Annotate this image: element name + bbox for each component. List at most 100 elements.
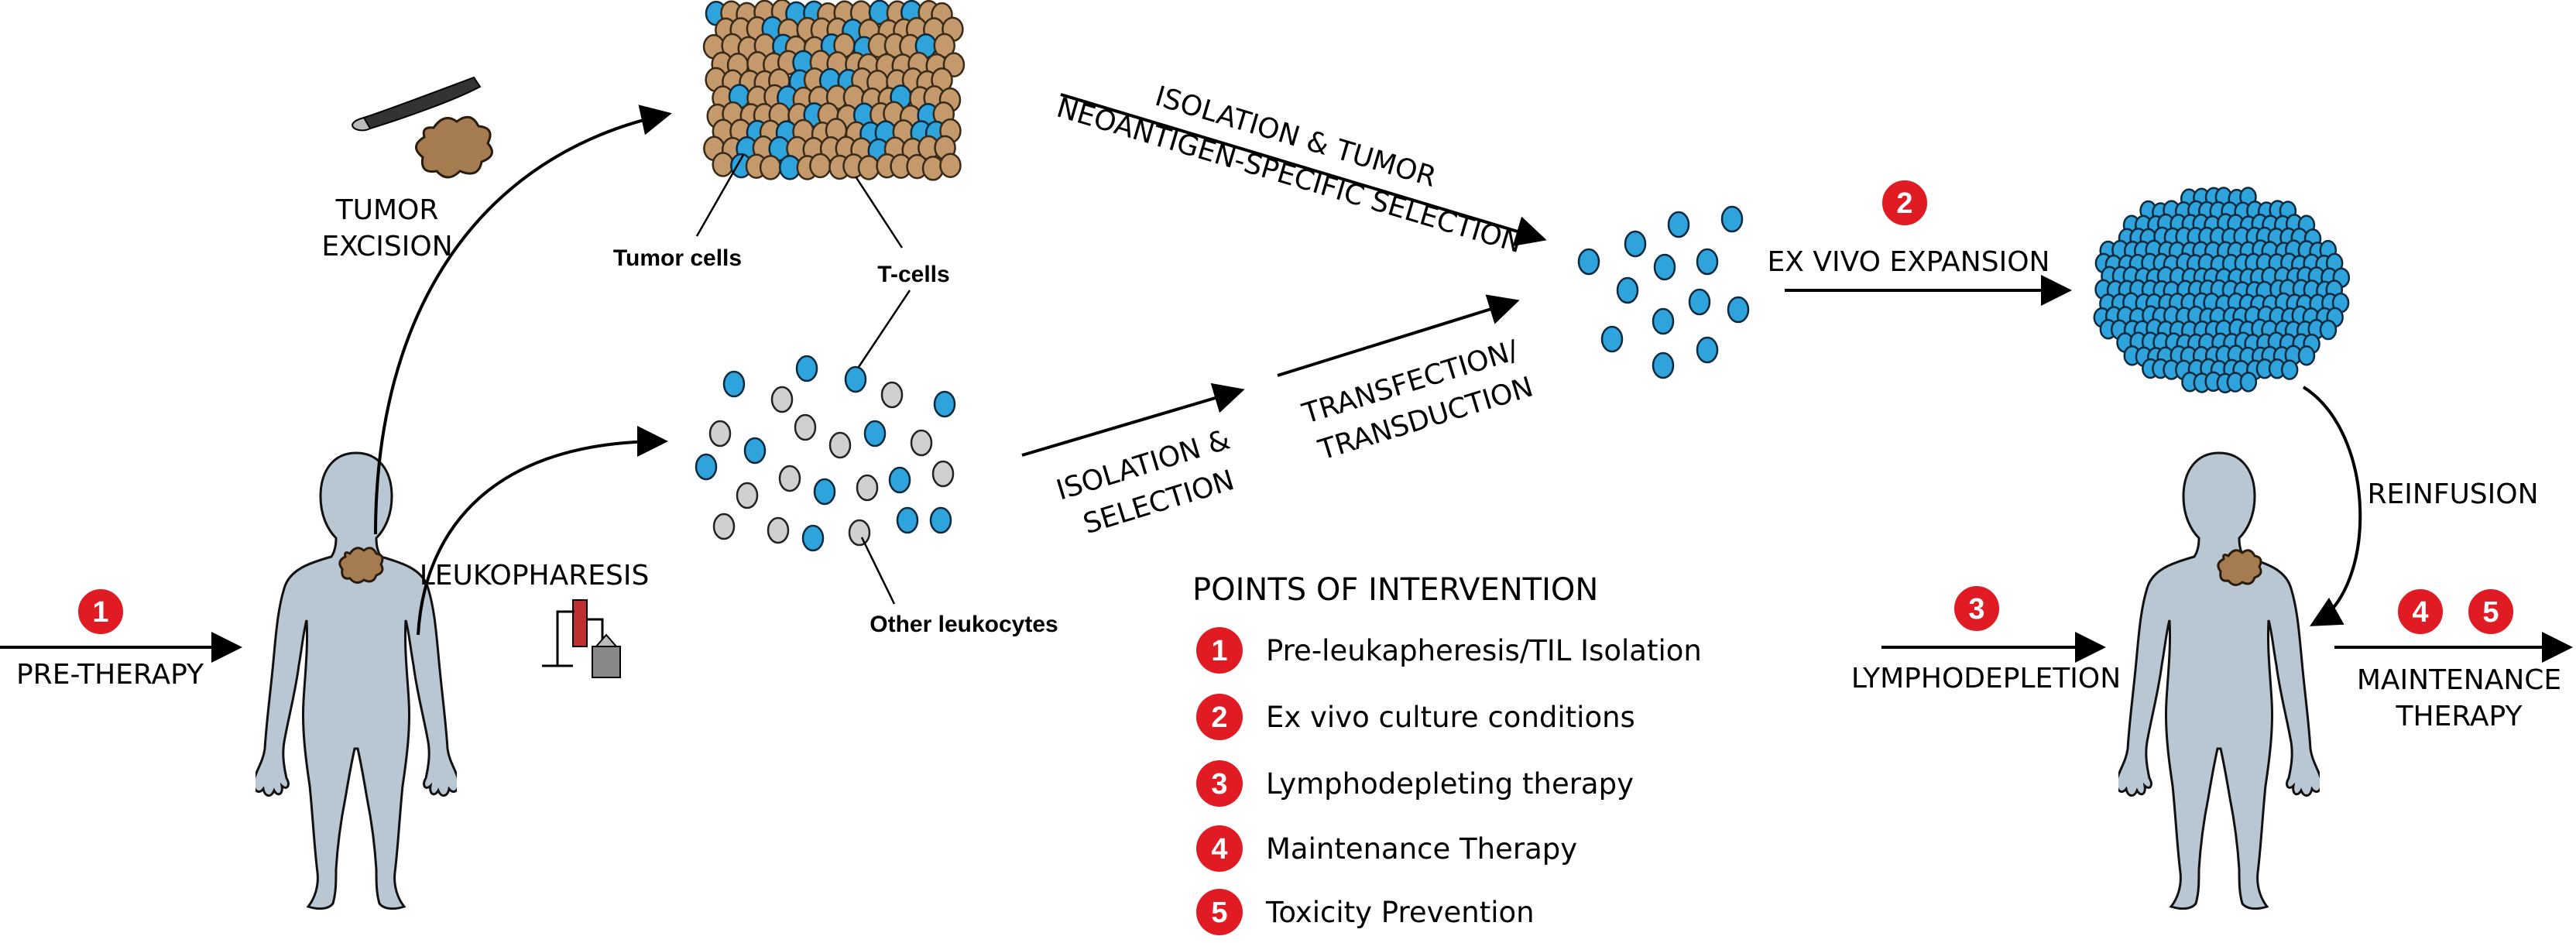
other-leukocyte [910, 429, 933, 457]
svg-text:3: 3 [1211, 768, 1227, 801]
t-cell [2297, 345, 2316, 366]
svg-text:Lymphodepleting therapy: Lymphodepleting therapy [1266, 767, 1634, 801]
other-leukocyte [778, 465, 801, 492]
ex-vivo-expansion-label: EX VIVO EXPANSION [1768, 246, 2050, 278]
badge-1-pre-therapy: 1 [77, 588, 125, 636]
maintenance-label-2: THERAPY [2396, 701, 2523, 732]
other-leukocyte [770, 386, 794, 413]
t-cell [722, 370, 746, 398]
other-leukocyte [931, 460, 955, 488]
badge-3-lymphodepletion: 3 [1953, 585, 2001, 633]
t-cell [795, 355, 818, 382]
transfection-arrow [1277, 294, 1520, 377]
legend-item-4: 4 Maintenance Therapy [1196, 825, 1577, 872]
leukopharesis-step: LEUKOPHARESIS [417, 426, 668, 678]
t-cell [863, 420, 887, 447]
legend-item-1: 1 Pre-leukapheresis/TIL Isolation [1196, 627, 1702, 674]
other-leukocytes-callout: Other leukocytes [860, 537, 1058, 637]
tumor-excision-label-2: EXCISION [321, 231, 452, 262]
transfection-step: TRANSFECTION/ TRANSDUCTION [1277, 294, 1537, 467]
tumor-cells-label: Tumor cells [613, 245, 742, 271]
svg-text:1: 1 [1211, 635, 1227, 667]
t-cell [695, 453, 718, 481]
t-cells-callout: T-cells [854, 176, 950, 372]
svg-text:Maintenance Therapy: Maintenance Therapy [1266, 832, 1577, 866]
t-cell [1652, 307, 1675, 335]
selected-t-cells [1577, 205, 1750, 379]
other-leukocyte [880, 381, 904, 409]
t-cell [1667, 211, 1690, 238]
tumor-cell [809, 153, 832, 179]
badge-2-ex-vivo: 2 [1881, 179, 1929, 227]
neoantigen-selection-arrow [1060, 93, 1547, 246]
maintenance-label-1: MAINTENANCE [2357, 664, 2561, 696]
other-leukocyte [712, 513, 736, 540]
t-cell [1652, 351, 1675, 379]
svg-text:2: 2 [1211, 701, 1227, 734]
lymphodepletion-step: 3 LYMPHODEPLETION [1851, 585, 2121, 694]
t-cell [844, 365, 867, 393]
t-cells-label: T-cells [877, 262, 949, 287]
scalpel-icon [352, 76, 482, 132]
tumor-excision-arrow [374, 105, 672, 535]
tumor-cell [939, 153, 962, 178]
svg-text:5: 5 [2482, 596, 2499, 629]
neoantigen-label-2: NEOANTIGEN-SPECIFIC SELECTION [1053, 92, 1525, 260]
t-cell [1577, 248, 1600, 276]
svg-text:Pre-leukapheresis/TIL Isolatio: Pre-leukapheresis/TIL Isolation [1266, 634, 1702, 667]
other-leukocyte [708, 420, 732, 447]
t-cell [2239, 372, 2258, 393]
t-cell [801, 524, 825, 552]
t-cell [1624, 230, 1647, 258]
t-cell [888, 466, 911, 494]
points-of-intervention-legend: POINTS OF INTERVENTION 1 Pre-leukapheres… [1192, 572, 1702, 935]
reinfusion-label: REINFUSION [2367, 478, 2538, 510]
isolation-selection-step: ISOLATION & SELECTION [1021, 382, 1245, 540]
expanded-t-cell-cluster [2093, 187, 2351, 394]
t-cell [1653, 253, 1676, 281]
t-cell [743, 437, 767, 465]
tumor-excision-step: TUMOR EXCISION [321, 76, 672, 535]
t-cell [1616, 276, 1639, 304]
tumor-in-chest-right [2217, 549, 2262, 586]
legend-title: POINTS OF INTERVENTION [1192, 572, 1598, 608]
tumor-excision-label-1: TUMOR [335, 194, 439, 226]
pre-therapy-label: PRE-THERAPY [16, 659, 204, 691]
other-leukocytes-label: Other leukocytes [870, 612, 1058, 637]
svg-text:2: 2 [1896, 187, 1912, 220]
legend-item-2: 2 Ex vivo culture conditions [1196, 694, 1635, 740]
t-cell [1600, 325, 1624, 353]
isolation-selection-arrow [1021, 382, 1245, 457]
t-cell [1720, 205, 1744, 233]
badge-4-maintenance: 4 [2396, 588, 2444, 636]
t-cell [813, 478, 836, 506]
lymphodepletion-label: LYMPHODEPLETION [1851, 663, 2121, 694]
t-cell [1688, 288, 1711, 316]
t-cell [896, 506, 919, 534]
t-cell [933, 390, 956, 418]
other-leukocyte [794, 413, 817, 441]
svg-text:5: 5 [1211, 897, 1227, 929]
svg-text:4: 4 [1211, 833, 1227, 866]
other-leukocyte [856, 474, 879, 502]
t-cell [2280, 359, 2299, 380]
pre-therapy-step: 1 PRE-THERAPY [0, 588, 242, 691]
tumor-cell [759, 155, 782, 180]
tumor-cell [857, 155, 880, 180]
t-cell [1696, 248, 1719, 276]
badge-5-maintenance: 5 [2467, 588, 2515, 636]
patient-figure-left [256, 451, 457, 910]
legend-item-3: 3 Lymphodepleting therapy [1196, 760, 1634, 807]
reinfusion-step: REINFUSION [2302, 386, 2539, 626]
other-leukocyte [736, 482, 759, 509]
leukopharesis-label: LEUKOPHARESIS [420, 560, 650, 592]
svg-text:3: 3 [1968, 593, 1984, 626]
other-leukocyte [828, 431, 852, 459]
tumor-in-chest-left [338, 547, 384, 584]
tumor-cells-callout: Tumor cells [613, 154, 745, 271]
neoantigen-selection-step: ISOLATION & TUMOR NEOANTIGEN-SPECIFIC SE… [1053, 81, 1547, 260]
patient-figure-right [2118, 451, 2320, 910]
tumor-cell [712, 152, 734, 177]
t-cell [2319, 319, 2338, 341]
ex-vivo-expansion-step: 2 EX VIVO EXPANSION [1768, 179, 2072, 306]
